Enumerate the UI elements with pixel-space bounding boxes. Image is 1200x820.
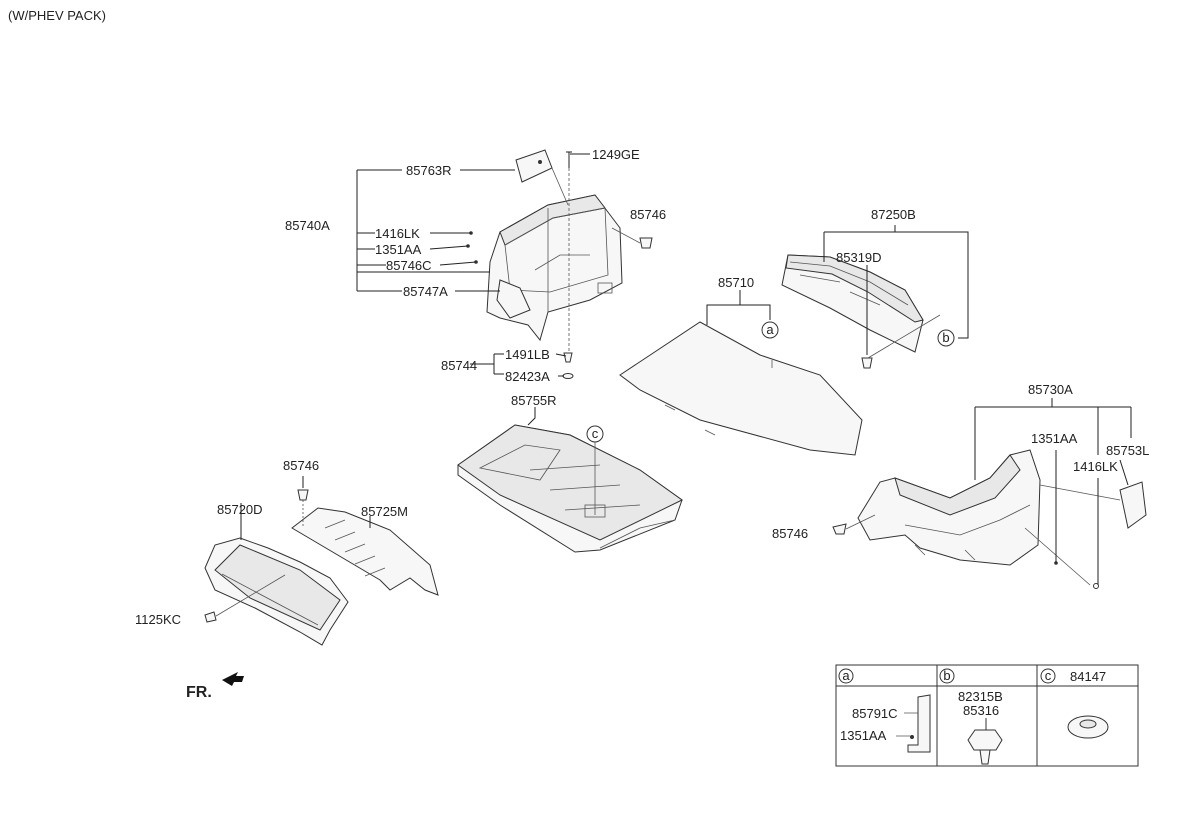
label-1416LK: 1416LK bbox=[375, 226, 420, 241]
legend-c-code: 84147 bbox=[1070, 669, 1106, 684]
svg-text:c: c bbox=[592, 426, 599, 441]
label-85755R: 85755R bbox=[511, 393, 557, 408]
diagram-header: (W/PHEV PACK) bbox=[8, 8, 106, 23]
label-1125KC: 1125KC bbox=[135, 612, 181, 627]
leaders-87250B bbox=[823, 225, 969, 355]
callout-a: a bbox=[761, 321, 779, 339]
svg-text:c: c bbox=[1045, 668, 1052, 683]
legend-cell-a: a 85791C 1351AA bbox=[838, 668, 931, 753]
label-1351AA: 1351AA bbox=[1031, 431, 1078, 446]
label-85746: 85746 bbox=[772, 526, 808, 541]
label-1491LB: 1491LB bbox=[505, 347, 550, 362]
legend-cell-b: b 82315B 85316 bbox=[939, 668, 1003, 765]
label-85753L: 85753L bbox=[1106, 443, 1149, 458]
legend-b-part-2: 85316 bbox=[963, 703, 999, 718]
package-tray-trim-drawing bbox=[781, 254, 941, 369]
front-direction-label: FR. bbox=[186, 684, 212, 701]
leaders-85755R bbox=[527, 407, 536, 426]
label-85720D: 85720D bbox=[217, 502, 263, 517]
trunk-floor-cover-drawing bbox=[619, 321, 863, 456]
label-87250B: 87250B bbox=[871, 207, 916, 222]
label-85746: 85746 bbox=[283, 458, 319, 473]
label-85744: 85744 bbox=[441, 358, 477, 373]
svg-text:a: a bbox=[842, 668, 850, 683]
label-85730A: 85730A bbox=[1028, 382, 1073, 397]
svg-text:a: a bbox=[766, 322, 774, 337]
trunk-side-trim-left-drawing bbox=[466, 149, 653, 379]
floor-trim-85720D-drawing bbox=[204, 503, 349, 646]
label-1249GE: 1249GE bbox=[592, 147, 640, 162]
label-85725M: 85725M bbox=[361, 504, 408, 519]
callout-c: c bbox=[586, 425, 604, 443]
luggage-board-drawing bbox=[457, 424, 683, 553]
label-85740A: 85740A bbox=[285, 218, 330, 233]
label-1416LK: 1416LK bbox=[1073, 459, 1118, 474]
legend-cell-c: c 84147 bbox=[1040, 668, 1109, 739]
legend-table: a 85791C 1351AA b 82315B 85316 c 84147 bbox=[835, 664, 1139, 767]
svg-text:b: b bbox=[943, 668, 950, 683]
label-85746: 85746 bbox=[630, 207, 666, 222]
label-82423A: 82423A bbox=[505, 369, 550, 384]
label-85746C: 85746C bbox=[386, 258, 432, 273]
leaders-85730A bbox=[974, 398, 1132, 585]
front-direction-arrow-icon bbox=[222, 672, 244, 686]
leaders-85740A bbox=[356, 153, 590, 377]
leaders-85710 bbox=[706, 290, 771, 325]
legend-b-part-1: 82315B bbox=[958, 689, 1003, 704]
callout-b: b bbox=[937, 329, 955, 347]
svg-text:b: b bbox=[942, 330, 949, 345]
label-85763R: 85763R bbox=[406, 163, 452, 178]
label-1351AA: 1351AA bbox=[375, 242, 422, 257]
label-85710: 85710 bbox=[718, 275, 754, 290]
legend-a-part-1: 85791C bbox=[852, 706, 898, 721]
legend-a-part-2: 1351AA bbox=[840, 728, 887, 743]
trunk-side-trim-right-drawing bbox=[832, 449, 1147, 589]
floor-trim-85725M-drawing bbox=[291, 476, 439, 596]
label-85747A: 85747A bbox=[403, 284, 448, 299]
label-85319D: 85319D bbox=[836, 250, 882, 265]
